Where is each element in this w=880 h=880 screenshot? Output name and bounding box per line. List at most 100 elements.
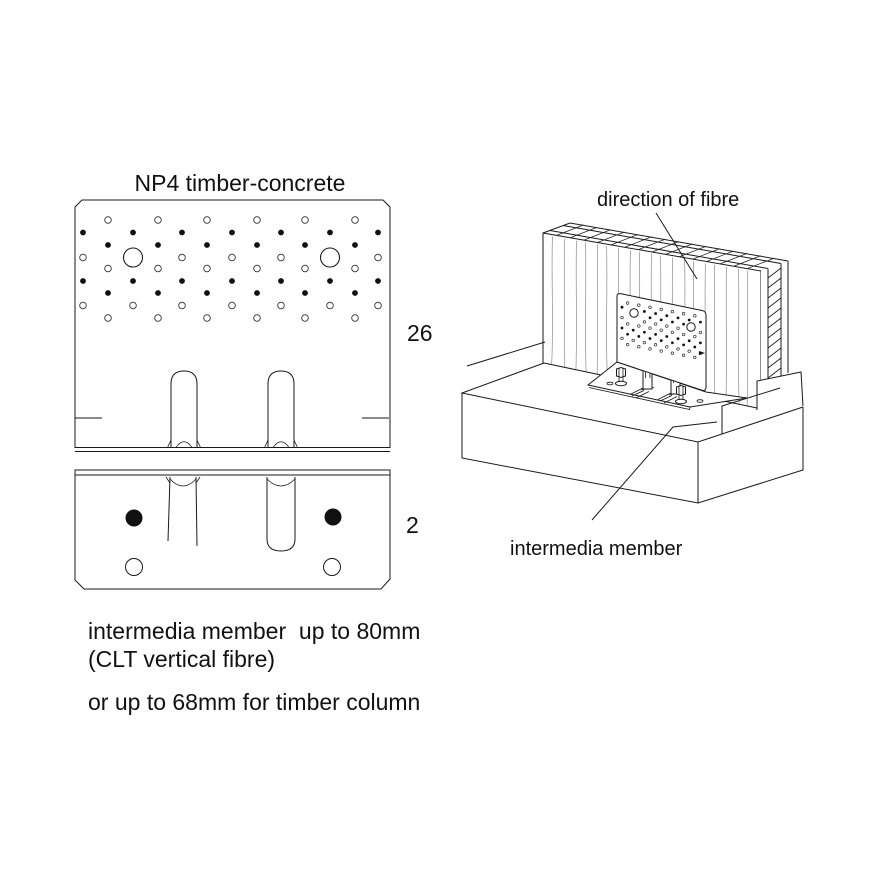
connector-plate-face	[616, 293, 707, 391]
plate-nail-holes-3d-item	[648, 347, 652, 351]
plate-nail-holes-3d-item	[665, 324, 669, 328]
nail-hole-grid-item	[203, 264, 211, 273]
core-layer-hatch-item	[767, 267, 782, 279]
plate-nail-holes-3d-item	[699, 320, 702, 324]
wood-grain-lines-item	[725, 266, 727, 402]
dim-label-2: 2	[406, 512, 419, 538]
plate-nail-holes-3d-item	[693, 314, 697, 318]
plate-nail-holes-3d-item	[659, 318, 663, 322]
nail-hole-grid-item	[80, 229, 86, 236]
plate-nail-holes-3d-item	[665, 335, 669, 338]
lamella-joint-ticks-item	[747, 257, 775, 269]
core-layer-hatch-item	[767, 287, 782, 299]
bolt-left-head-facets	[618, 368, 624, 377]
plate-nail-holes-3d-item	[637, 303, 641, 307]
bolt-right-shaft	[678, 395, 684, 400]
connector-flange-thickness	[588, 387, 691, 410]
lamella-joint-ticks-item	[706, 250, 734, 262]
nail-hole-grid-item	[204, 290, 210, 296]
plate-nail-holes-3d-item	[648, 305, 652, 309]
nail-hole-grid-item	[327, 229, 333, 236]
bolt-right-head-facets	[678, 386, 684, 395]
connector-assembly	[586, 293, 748, 410]
plate-nail-holes-3d-item	[625, 322, 630, 326]
core-layer-hatch-item	[767, 297, 782, 309]
plate-nail-holes-3d-item	[681, 312, 686, 316]
plate-nail-holes-3d-item	[620, 336, 624, 341]
lamella-joint-ticks-item	[624, 236, 652, 248]
block-top-face-fill	[462, 363, 803, 442]
nail-hole-grid-item	[105, 242, 111, 248]
plate-nail-holes-3d-item	[693, 345, 697, 349]
plate-nail-holes-3d-item	[682, 322, 685, 326]
lamella-joint-ticks-item	[610, 234, 639, 246]
block-front-face-fill	[462, 393, 698, 503]
core-layer-hatch-item	[767, 317, 782, 329]
nail-hole-grid-item	[301, 216, 309, 224]
nail-hole-grid-item	[351, 216, 359, 224]
nail-hole-grid-item	[204, 242, 210, 248]
flat-pattern-view: NP4 timber-concrete	[74, 170, 433, 715]
bolt-left-shaft	[618, 377, 624, 382]
nail-hole-grid-item	[130, 278, 136, 284]
plate-nail-holes-3d-item	[631, 328, 635, 332]
nail-hole-grid-item	[228, 253, 236, 262]
plate-nail-holes-3d-item	[626, 332, 629, 336]
plate-nail-holes-3d-item	[681, 332, 686, 337]
plate-nail-holes-3d-item	[699, 341, 702, 345]
lamella-joint-ticks-item	[679, 245, 707, 258]
plate-nail-holes-3d-item	[671, 341, 674, 345]
nail-hole-grid-item	[130, 229, 136, 236]
prong-cutout-left-flares	[167, 439, 201, 448]
flange-prong-left-arc	[169, 478, 197, 487]
plate-big-hole-left-3d	[629, 308, 639, 318]
plate-nail-holes-3d-item	[620, 326, 624, 330]
plate-nail-holes-3d-item	[665, 314, 669, 318]
nail-hole-grid-item	[154, 264, 162, 273]
nail-hole-grid-item	[229, 229, 235, 236]
open-hole-left	[125, 558, 143, 576]
nail-hole-grid-item	[277, 301, 285, 310]
plate-nail-holes-3d-item	[659, 307, 663, 312]
nail-hole-grid-item	[301, 264, 309, 273]
flange-prong-right-outline	[266, 477, 296, 552]
plate-nail-holes-3d-item	[698, 330, 703, 335]
nail-hole-grid-item	[229, 278, 235, 284]
nail-hole-grid-item	[254, 290, 260, 296]
bolt-left-head	[616, 366, 626, 379]
plate-nail-holes-3d-item	[653, 322, 658, 326]
member-leader-line	[591, 421, 718, 521]
plate-nail-holes-3d-item	[687, 318, 691, 322]
plate-nail-holes-3d-item	[620, 315, 624, 320]
nail-hole-grid-item	[155, 290, 161, 296]
step-cut-marks	[721, 387, 781, 434]
lamella-joint-ticks-item	[583, 229, 612, 241]
plate-nail-holes-3d-item	[620, 305, 624, 309]
plate-nail-holes-3d-item	[648, 326, 652, 330]
flange-slot-right	[696, 399, 704, 403]
note-line-2: (CLT vertical fibre)	[88, 646, 275, 672]
core-layer-hatch-item	[767, 347, 782, 359]
member-label: intermedia member	[510, 538, 683, 560]
nail-hole-grid-item	[79, 253, 87, 262]
nail-hole-grid-item	[277, 253, 285, 262]
plate-nail-holes-3d-item	[643, 330, 646, 334]
plate-nail-holes-3d-item	[670, 309, 675, 314]
prong-cutout-right	[267, 370, 295, 448]
lamella-joint-ticks-item	[638, 238, 666, 250]
nail-hole-grid-item	[374, 301, 382, 310]
plate-nail-holes-3d-item	[637, 324, 641, 328]
notes-block: intermedia member up to 80mm (CLT vertic…	[88, 618, 420, 715]
core-layer-hatch	[767, 267, 782, 379]
nail-hole-grid-item	[178, 253, 186, 262]
nail-hole-grid-item	[104, 216, 112, 224]
nail-hole-grid-item	[129, 301, 137, 310]
plate-nail-holes-3d-item	[659, 328, 663, 332]
nail-hole-grid-item	[104, 264, 112, 273]
nail-hole-grid-item	[302, 290, 308, 296]
plate-nail-holes-3d-item	[676, 347, 680, 351]
nail-hole-grid-item	[351, 314, 359, 322]
flange-prong-right-arc	[266, 478, 296, 487]
core-layer-hatch-item	[767, 337, 782, 349]
